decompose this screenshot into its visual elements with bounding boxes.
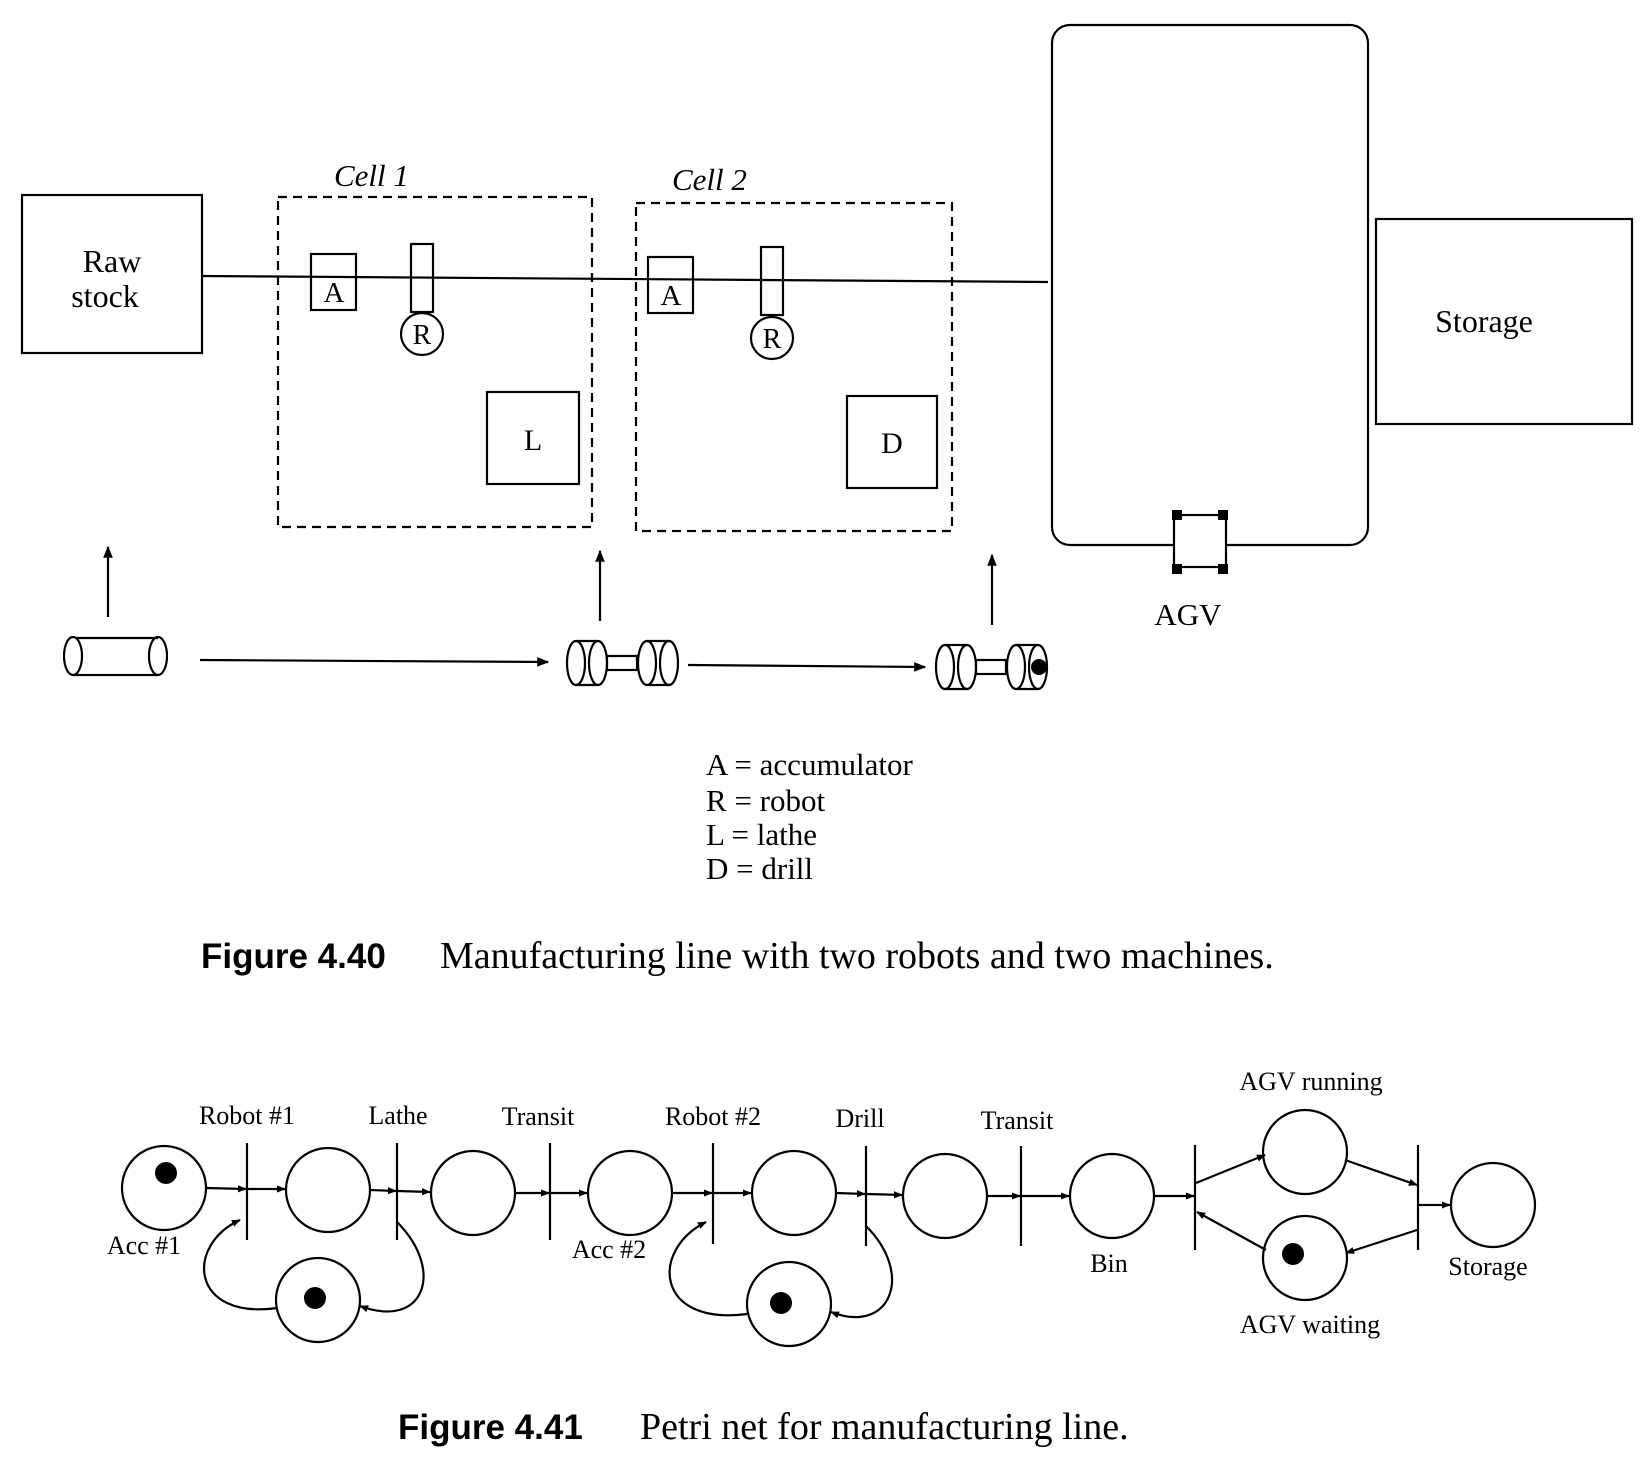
place-label: Bin: [1090, 1249, 1128, 1278]
cell-2-boundary: [634, 201, 954, 533]
robot-2: [749, 315, 795, 361]
raw-stock-label-2: stock: [71, 278, 139, 314]
drill-symbol: D: [881, 427, 903, 460]
place-storage: [1449, 1161, 1537, 1249]
cell-2: Cell 2 A R D: [634, 162, 954, 533]
agv-label: AGV: [1154, 597, 1222, 632]
robot-2-arm: [759, 245, 785, 317]
transition-label: Drill: [835, 1104, 884, 1133]
cell-1-boundary: [276, 195, 594, 529]
place-agv-waiting: [1261, 1214, 1349, 1302]
token: [304, 1287, 326, 1309]
token: [1282, 1243, 1304, 1265]
figure-number: Figure 4.40: [201, 937, 386, 976]
storage-label: Storage: [1435, 303, 1533, 339]
agv-vehicle: [1172, 513, 1228, 569]
caption-4-41: Figure 4.41 Petri net for manufacturing …: [398, 1406, 1129, 1448]
drill: [845, 394, 939, 490]
lathe-symbol: L: [524, 424, 542, 457]
robot-1-symbol: R: [413, 320, 432, 351]
legend-item: L = lathe: [706, 817, 817, 852]
workpiece-raw: [62, 635, 169, 677]
token: [155, 1162, 177, 1184]
place-label: Acc #2: [572, 1235, 646, 1264]
workpiece-drilled: [934, 643, 1049, 691]
legend-item: A = accumulator: [706, 747, 914, 782]
storage-block: Storage: [1374, 217, 1634, 426]
place-transit-1: [429, 1149, 517, 1237]
place-drill-in: [750, 1149, 838, 1237]
legend-item: D = drill: [706, 851, 813, 886]
accumulator-1: [309, 252, 358, 312]
place-acc-1: [120, 1144, 208, 1232]
transition-label: Transit: [502, 1102, 576, 1131]
petri-arcs: [203, 1153, 1451, 1319]
figure-4-40: Raw stock Cell 1 A R L Cell 2 A R: [20, 23, 1634, 977]
place-agv-running: [1261, 1108, 1349, 1196]
flow-arrow-2: [687, 662, 927, 672]
legend-item: R = robot: [706, 783, 825, 818]
agv-track: [1050, 23, 1370, 547]
transition-label: Transit: [981, 1106, 1055, 1135]
lathe: [485, 390, 581, 486]
transition-label: Lathe: [368, 1101, 427, 1130]
figure-number: Figure 4.41: [398, 1408, 583, 1447]
caption-4-40: Figure 4.40 Manufacturing line with two …: [201, 935, 1274, 977]
figure-4-41: Robot #1 Lathe Transit Robot #2 Drill Tr…: [107, 1067, 1537, 1448]
place-transit-2: [901, 1152, 989, 1240]
place-label: AGV waiting: [1240, 1310, 1380, 1339]
petri-labels: Robot #1 Lathe Transit Robot #2 Drill Tr…: [107, 1067, 1528, 1339]
token: [770, 1292, 792, 1314]
place-robot-2-idle: [745, 1260, 833, 1348]
robot-1: [399, 311, 445, 357]
place-label: Acc #1: [107, 1231, 181, 1260]
cell-1-title: Cell 1: [334, 158, 409, 193]
storage-box: [1374, 217, 1634, 426]
conveyor-line: [201, 274, 1049, 284]
figure-caption: Petri net for manufacturing line.: [640, 1406, 1129, 1448]
workpiece-turned: [565, 639, 680, 687]
place-label: Storage: [1448, 1252, 1527, 1281]
flow-arrow-1: [199, 657, 550, 667]
agv-area: AGV: [1050, 23, 1370, 632]
accumulator-1-symbol: A: [324, 277, 345, 309]
transition-label: Robot #2: [665, 1102, 761, 1131]
robot-2-symbol: R: [763, 324, 782, 355]
accumulator-2-symbol: A: [661, 280, 682, 312]
place-label: AGV running: [1239, 1067, 1382, 1096]
figure-caption: Manufacturing line with two robots and t…: [440, 935, 1274, 977]
place-robot-1-idle: [274, 1256, 362, 1344]
place-lathe-in: [284, 1146, 372, 1234]
transition-label: Robot #1: [199, 1101, 295, 1130]
raw-stock-label-1: Raw: [83, 243, 142, 279]
accumulator-2: [646, 255, 695, 315]
raw-stock-block: Raw stock: [20, 193, 204, 355]
place-bin: [1068, 1152, 1156, 1240]
place-acc-2: [586, 1149, 674, 1237]
legend: A = accumulator R = robot L = lathe D = …: [706, 747, 914, 886]
cell-2-title: Cell 2: [672, 162, 747, 197]
cell-1: Cell 1 A R L: [276, 158, 594, 529]
